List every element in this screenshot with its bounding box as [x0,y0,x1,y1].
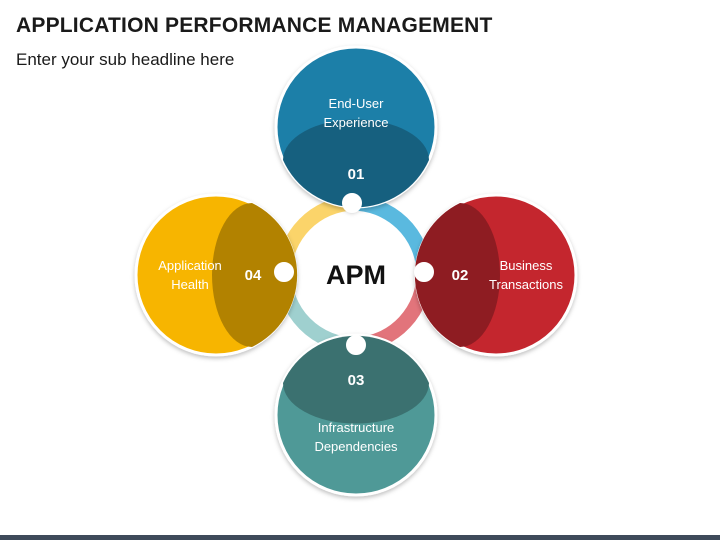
node-03-label-line1: Infrastructure [318,420,395,435]
dot-ring-03 [346,335,366,355]
node-03 [274,333,438,497]
node-02-connector-dot [416,264,432,280]
node-04-shade [212,203,298,347]
node-02-label-line2: Transactions [489,277,563,292]
dot-ring-02 [414,262,434,282]
node-01-label-line2: Experience [323,115,388,130]
node-01-number: 01 [348,166,365,183]
dot-ring-01 [342,193,362,213]
node-02-shade [414,203,500,347]
node-03-connector-dot [348,337,364,353]
center-label: APM [326,260,386,290]
node-02-label-line1: Business [500,258,553,273]
node-01 [274,45,438,211]
node-02-number: 02 [452,267,469,284]
node-04-label-line1: Application [158,258,222,273]
node-04-label-line2: Health [171,277,209,292]
page-subtitle: Enter your sub headline here [16,50,235,69]
node-03-shade [283,335,429,424]
dot-ring-04 [274,262,294,282]
page-title: APPLICATION PERFORMANCE MANAGEMENT [16,14,493,37]
node-04-number: 04 [245,267,262,284]
node-01-shade [283,119,429,208]
node-03-number: 03 [348,372,365,389]
node-01-connector-dot [344,195,360,211]
node-04-connector-dot [276,264,292,280]
node-01-label-line1: End-User [329,96,385,111]
node-02 [414,193,578,357]
node-04 [134,193,298,357]
footer-bar [0,535,720,540]
node-03-label-line2: Dependencies [314,439,398,454]
